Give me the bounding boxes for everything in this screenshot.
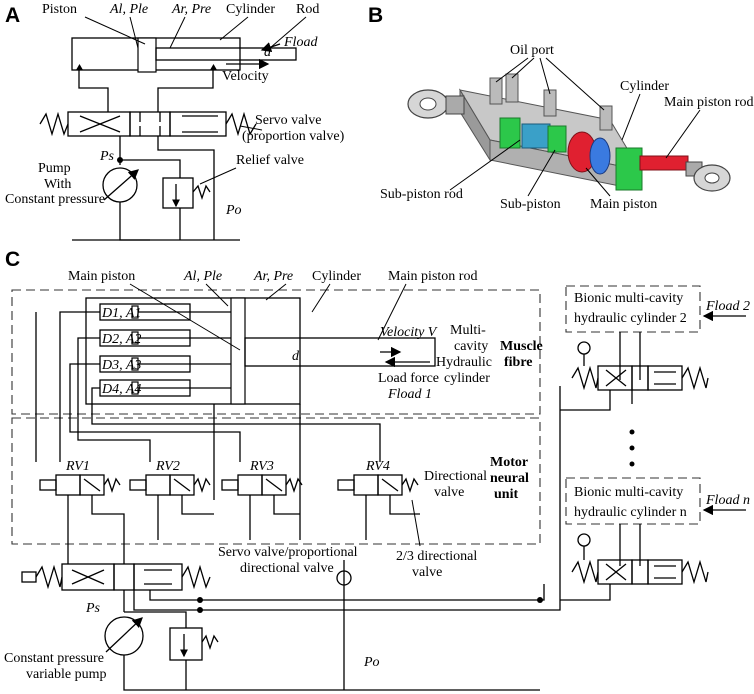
d-label-c: d (292, 349, 300, 364)
d3-label: D3, A3 (101, 358, 141, 373)
panel-b: B Oil port Cylinder Main piston rod Sub-… (368, 4, 753, 212)
velocity-label-a: Velocity (222, 69, 269, 84)
bionic-cylinder-n-box (565, 477, 701, 525)
proportion-valve-label-a: (proportion valve) (242, 129, 345, 144)
relief-valve-c (169, 627, 203, 661)
multi-label-1: Multi- (450, 323, 486, 338)
fload-label-a: Fload (283, 35, 318, 50)
load-force-label-1: Load force (378, 371, 439, 386)
po-label-c: Po (363, 655, 380, 670)
pump-label-a-2: With (44, 177, 71, 192)
bionic-cylinder-2-box (565, 285, 701, 333)
directional-label-1: Directional (424, 469, 487, 484)
cylinder-label-c: Cylinder (312, 269, 361, 284)
bionic-2-label-1: Bionic multi-cavity (574, 291, 683, 306)
servo-c-label-1: Servo valve/proportional (218, 545, 358, 560)
main-piston-rod-label-c: Main piston rod (388, 269, 477, 284)
d-label-a: d (264, 45, 272, 60)
main-piston-rod-label-b: Main piston rod (664, 95, 753, 110)
panel-c-letter: C (5, 248, 20, 271)
multi-label-2: cavity (454, 339, 488, 354)
bionic-n-label-2: hydraulic cylinder n (574, 505, 687, 520)
neural-label: neural (490, 471, 529, 486)
d1-label: D1, A1 (101, 306, 141, 321)
rod-label-a: Rod (296, 2, 319, 17)
rv3-label: RV3 (249, 459, 274, 474)
ar-pre-label-a: Ar, Pre (171, 2, 211, 17)
al-ple-label-c: Al, Ple (183, 269, 222, 284)
load-force-label-2: Fload 1 (387, 387, 432, 402)
d4-label: D4, A4 (101, 382, 141, 397)
cylinder-label-a: Cylinder (226, 2, 275, 17)
ar-pre-label-c: Ar, Pre (253, 269, 293, 284)
piston-a (137, 37, 157, 73)
ps-label-c: Ps (85, 601, 101, 616)
rv-valves (39, 474, 419, 496)
ps-label-a: Ps (99, 149, 115, 164)
panel-a: A d (5, 2, 345, 241)
multi-cavity-cylinder (85, 297, 301, 405)
po-label-a: Po (225, 203, 242, 218)
two-three-label-1: 2/3 directional (396, 549, 477, 564)
bionic-n-label-1: Bionic multi-cavity (574, 485, 683, 500)
sub-piston-label: Sub-piston (500, 197, 561, 212)
main-piston-label-c: Main piston (68, 269, 135, 284)
fload-n-label: Fload n (705, 493, 750, 508)
rv1-label: RV1 (65, 459, 90, 474)
relief-valve-label-a: Relief valve (236, 153, 304, 168)
multi-label-3: Hydraulic (436, 355, 492, 370)
directional-label-2: valve (434, 485, 464, 500)
piston-label-a: Piston (42, 2, 77, 17)
check-valve-c-icon (336, 570, 352, 586)
multi-label-4: cylinder (444, 371, 490, 386)
bionic-2-label-2: hydraulic cylinder 2 (574, 311, 687, 326)
unit-label: unit (494, 487, 518, 502)
pump-c-label-2: variable pump (26, 667, 106, 682)
fload-2-label: Fload 2 (705, 299, 750, 314)
pump-label-a-1: Pump (38, 161, 71, 176)
velocity-label-c: Velocity V (380, 325, 438, 340)
rv2-label: RV2 (155, 459, 180, 474)
panel-c: C d D1, A1 D2, A2 D3, A3 D4, A4 (4, 248, 750, 691)
pump-c-label-1: Constant pressure (4, 651, 104, 666)
rod-a (155, 47, 297, 61)
main-piston-rod-c (244, 337, 436, 367)
relief-valve-a (162, 177, 194, 209)
muscle-label: Muscle (500, 339, 543, 354)
two-three-label-2: valve (412, 565, 442, 580)
d2-label: D2, A2 (101, 332, 141, 347)
main-piston-label-b: Main piston (590, 197, 657, 212)
al-ple-label-a: Al, Ple (109, 2, 148, 17)
sub-piston-rod-label: Sub-piston rod (380, 187, 463, 202)
panel-a-letter: A (5, 4, 20, 27)
oil-port-label: Oil port (510, 43, 554, 58)
cylinder-label-b: Cylinder (620, 79, 669, 94)
main-piston-c (230, 297, 246, 405)
muscle-fibre-region (11, 289, 541, 415)
motor-neural-unit-region (11, 417, 541, 545)
rv4-label: RV4 (365, 459, 390, 474)
pump-label-a-3: Constant pressure (5, 192, 105, 207)
motor-label: Motor (490, 455, 528, 470)
servo-valve-label-a: Servo valve (255, 113, 321, 128)
fibre-label: fibre (504, 355, 533, 370)
panel-b-letter: B (368, 4, 383, 27)
servo-c-label-2: directional valve (240, 561, 334, 576)
